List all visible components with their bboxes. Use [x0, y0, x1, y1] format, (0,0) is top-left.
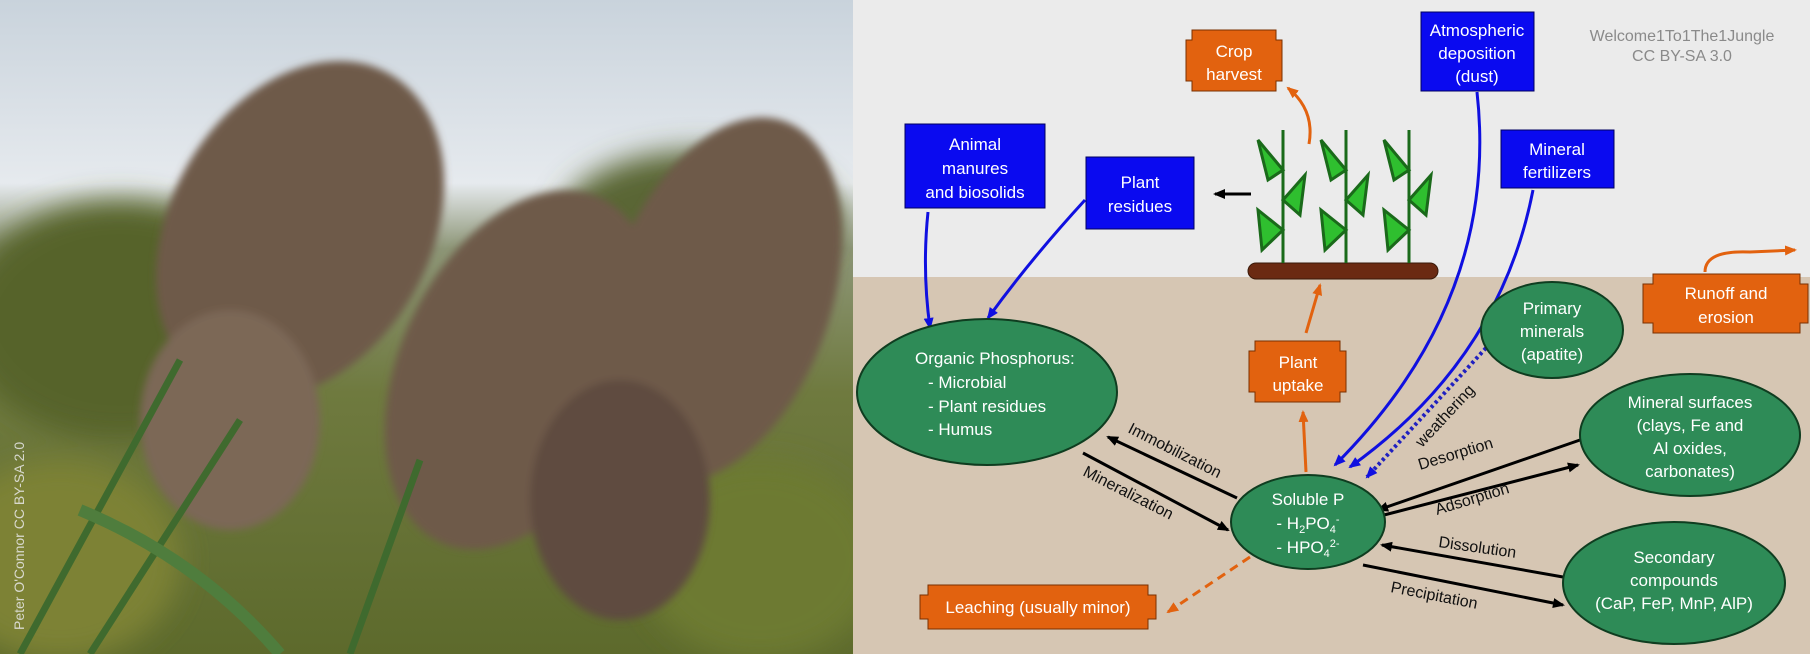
svg-text:CC BY-SA 3.0: CC BY-SA 3.0 [1632, 48, 1732, 65]
svg-text:- Plant residues: - Plant residues [928, 397, 1046, 416]
input-mineral-fertilizers: Mineral fertilizers [1500, 129, 1615, 189]
pool-mineral-surfaces: Mineral surfaces (clays, Fe and Al oxide… [1579, 373, 1801, 497]
svg-text:carbonates): carbonates) [1645, 462, 1735, 481]
photo-credit: Peter O'Connor CC BY-SA 2.0 [11, 442, 27, 630]
svg-text:Primary: Primary [1523, 299, 1582, 318]
svg-text:- H2PO4-: - H2PO4- [1276, 514, 1339, 536]
svg-text:(clays, Fe and: (clays, Fe and [1637, 416, 1744, 435]
svg-text:fertilizers: fertilizers [1523, 163, 1591, 182]
input-atmospheric-deposition: Atmospheric deposition (dust) [1420, 11, 1535, 92]
svg-text:Plant: Plant [1279, 353, 1318, 372]
svg-text:- Microbial: - Microbial [928, 373, 1006, 392]
pool-secondary-compounds: Secondary compounds (CaP, FeP, MnP, AlP) [1562, 521, 1786, 645]
loss-leaching: Leaching (usually minor) [919, 584, 1157, 630]
svg-text:- Humus: - Humus [928, 420, 992, 439]
svg-text:minerals: minerals [1520, 322, 1584, 341]
svg-text:Al oxides,: Al oxides, [1653, 439, 1727, 458]
svg-text:- HPO42-: - HPO42- [1276, 538, 1339, 560]
svg-text:Mineral surfaces: Mineral surfaces [1628, 393, 1753, 412]
pool-soluble-p: Soluble P - H2PO4- - HPO42- [1230, 474, 1386, 570]
svg-text:Leaching (usually minor): Leaching (usually minor) [945, 598, 1130, 617]
watermark: Welcome1To1The1Jungle CC BY-SA 3.0 [1590, 28, 1775, 65]
phosphorus-cycle-diagram: Welcome1To1The1Jungle CC BY-SA 3.0 [853, 0, 1810, 654]
svg-text:manures: manures [942, 159, 1008, 178]
input-plant-residues: Plant residues [1085, 156, 1195, 230]
svg-text:Secondary: Secondary [1633, 548, 1715, 567]
svg-text:erosion: erosion [1698, 308, 1754, 327]
svg-text:Organic Phosphorus:: Organic Phosphorus: [915, 349, 1075, 368]
input-animal-manures: Animal manures and biosolids [904, 123, 1046, 209]
svg-text:Plant: Plant [1121, 173, 1160, 192]
loss-plant-uptake: Plant uptake [1248, 340, 1347, 403]
svg-text:deposition: deposition [1438, 44, 1516, 63]
svg-text:(apatite): (apatite) [1521, 345, 1583, 364]
reed-photo: Peter O'Connor CC BY-SA 2.0 [0, 0, 880, 654]
svg-text:uptake: uptake [1272, 376, 1323, 395]
svg-text:Crop: Crop [1216, 42, 1253, 61]
pool-primary-minerals: Primary minerals (apatite) [1480, 281, 1624, 379]
svg-text:and biosolids: and biosolids [925, 183, 1024, 202]
flow-arrows [923, 86, 1797, 614]
svg-text:harvest: harvest [1206, 65, 1262, 84]
svg-text:(CaP, FeP, MnP, AlP): (CaP, FeP, MnP, AlP) [1595, 594, 1753, 613]
loss-runoff-erosion: Runoff and erosion [1642, 273, 1809, 334]
svg-text:Runoff and: Runoff and [1685, 284, 1768, 303]
svg-text:Soluble P: Soluble P [1272, 490, 1345, 509]
svg-text:(dust): (dust) [1455, 67, 1498, 86]
svg-text:Mineral: Mineral [1529, 140, 1585, 159]
pool-organic-phosphorus: Organic Phosphorus: - Microbial - Plant … [856, 318, 1118, 466]
svg-text:residues: residues [1108, 197, 1172, 216]
svg-text:compounds: compounds [1630, 571, 1718, 590]
crop-plants-icon [1247, 130, 1439, 280]
svg-text:Animal: Animal [949, 135, 1001, 154]
loss-crop-harvest: Crop harvest [1185, 29, 1283, 92]
svg-text:Welcome1To1The1Jungle: Welcome1To1The1Jungle [1590, 28, 1775, 45]
svg-text:Atmospheric: Atmospheric [1430, 21, 1525, 40]
